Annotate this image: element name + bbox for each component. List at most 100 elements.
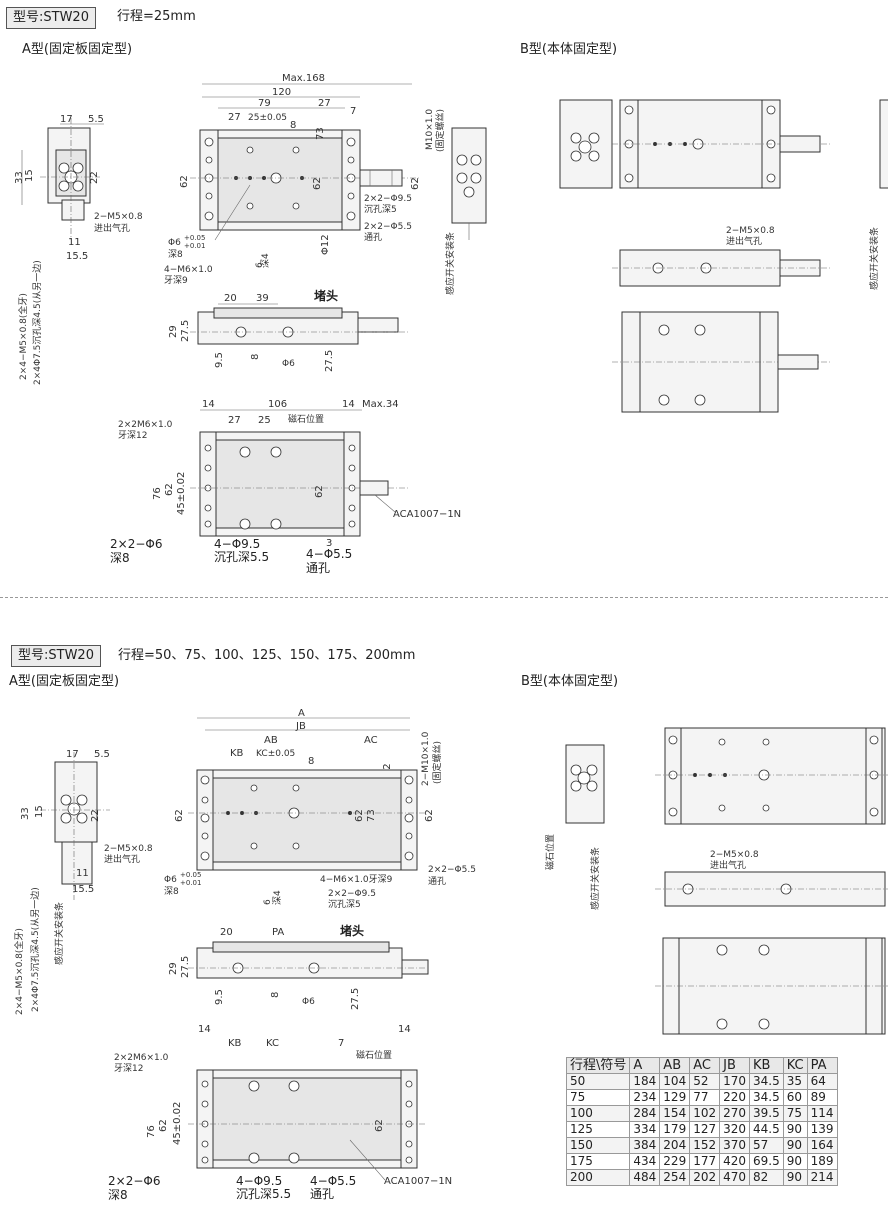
s2-bt-m5: 2−M5×0.8 (710, 850, 759, 860)
s2-sensor: 感应开关安装条 (53, 902, 65, 965)
header-cell: AB (659, 1057, 691, 1074)
table-cell: 189 (806, 1153, 838, 1170)
stopper-label: 堵头 (314, 288, 338, 303)
dim-27: 27 (228, 112, 241, 123)
side-view-a1: 17 5.5 33 15 22 2−M5×0.8 进出气孔 11 15.5 2×… (14, 114, 143, 385)
s2-b-depth12: 牙深12 (114, 1063, 143, 1074)
s2-b-m6: 2×2M6×1.0 (114, 1053, 169, 1063)
s2-b-7: 7 (338, 1038, 344, 1049)
table-cell: 270 (719, 1105, 751, 1122)
table-cell: 44.5 (749, 1121, 784, 1138)
dim-6: 6 (255, 262, 265, 268)
bt-air: 进出气孔 (726, 235, 762, 247)
dim-5.5: 5.5 (88, 114, 104, 125)
table-cell: 214 (806, 1169, 838, 1186)
table-cell: 90 (782, 1153, 808, 1170)
dim-79: 79 (258, 98, 271, 109)
dim-62b: 62 (312, 177, 323, 190)
s2-b-KB: KB (228, 1038, 242, 1049)
sink55-label: 沉孔深5.5 (214, 550, 269, 564)
dim-3: 3 (326, 538, 332, 549)
s2-b-76: 76 (146, 1125, 157, 1138)
s2-aca: ACA1007−1N (384, 1176, 452, 1187)
s2-dim-33: 33 (20, 807, 31, 820)
iso-view-a1: 感应开关安装条 (444, 127, 487, 295)
table-cell: 370 (719, 1137, 751, 1154)
dim-8: 8 (290, 120, 296, 131)
s2-dim-15: 15 (34, 805, 45, 818)
s2-phi95: 2×2−Φ9.5 (328, 889, 376, 899)
b-type-title: B型(本体固定型) (520, 42, 618, 57)
s2-b-45tol: 45±0.02 (172, 1102, 183, 1145)
s2-b-phi6: 2×2−Φ6 (108, 1174, 160, 1188)
s2-dim-62c: 62 (424, 809, 435, 822)
s2-dim-62b: 62 (354, 809, 365, 822)
table-cell: 320 (719, 1121, 751, 1138)
table-cell: 179 (659, 1121, 691, 1138)
table-cell: 200 (565, 1169, 631, 1186)
table-cell: 90 (782, 1121, 808, 1138)
s2-m6: 4−M6×1.0牙深9 (320, 874, 393, 885)
header-cell: KB (749, 1057, 784, 1074)
dim-45tol: 45±0.02 (176, 472, 187, 515)
dim-120: 120 (272, 87, 291, 98)
table-cell: 50 (565, 1073, 631, 1090)
dim-max34: Max.34 (362, 399, 399, 410)
dim-27-bottom: 27 (228, 415, 241, 426)
top-view-a2: A JB AB AC KB KC±0.05 8 2−M10×1.0 (固定螺丝)… (164, 708, 476, 910)
table-cell: 82 (749, 1169, 784, 1186)
b-type-title-2: B型(本体固定型) (521, 674, 619, 689)
s2-dim-8: 8 (308, 756, 314, 767)
dim-15.5: 15.5 (66, 251, 88, 262)
depth12-label: 牙深12 (118, 430, 147, 441)
dim-39: 39 (256, 293, 269, 304)
table-cell: 34.5 (749, 1073, 784, 1090)
table-cell: 100 (565, 1105, 631, 1122)
dim-27b: 27 (318, 98, 331, 109)
dim-11: 11 (68, 237, 81, 248)
table-cell: 89 (806, 1089, 838, 1106)
s2-phi6-tol-u: +0.05 (180, 871, 201, 879)
s2-dim-8f: 8 (270, 992, 281, 998)
s2-m5-full: 2×4−M5×0.8(全牙) (13, 928, 25, 1015)
dim-29: 29 (168, 325, 179, 338)
s2-dim-73: 73 (366, 809, 377, 822)
dim-7: 7 (350, 106, 356, 117)
m5-label: 2−M5×0.8 (94, 212, 143, 222)
section-divider (0, 597, 888, 598)
phi55-bottom: 4−Φ5.5 (306, 547, 352, 561)
bt-m5: 2−M5×0.8 (726, 226, 775, 236)
phi6-tol-lower: +0.01 (184, 242, 205, 250)
through-bottom: 通孔 (306, 561, 330, 575)
table-cell: 170 (719, 1073, 751, 1090)
table-cell: 102 (689, 1105, 721, 1122)
bt-sensor: 感应开关安装条 (868, 227, 880, 290)
s2-b-62: 62 (158, 1119, 169, 1132)
s2-b-KC: KC (266, 1038, 279, 1049)
s2-dim-AC: AC (364, 735, 378, 746)
s2-air-in: 进出气孔 (104, 853, 140, 865)
s2-deep4: 深4 (272, 890, 283, 905)
header-cell: JB (719, 1057, 751, 1074)
s2-sink5: 沉孔深5 (328, 899, 361, 910)
table-cell: 127 (689, 1121, 721, 1138)
s2-phi6: Φ6 (164, 875, 177, 885)
table-cell: 229 (659, 1153, 691, 1170)
s2-dim-PA: PA (272, 927, 284, 938)
header-cell: PA (806, 1057, 838, 1074)
dim-62c: 62 (410, 177, 421, 190)
phi95-bottom: 4−Φ9.5 (214, 537, 260, 551)
magnet-label: 磁石位置 (288, 413, 324, 425)
dim-9.5: 9.5 (214, 352, 225, 368)
s2-bt-air: 进出气孔 (710, 859, 746, 871)
dim-27.5b: 27.5 (324, 350, 335, 372)
dim-33: 33 (14, 171, 25, 184)
s2-b-62b: 62 (374, 1119, 385, 1132)
deep4-label: 深4 (260, 253, 271, 268)
a-type-title-2: A型(固定板固定型) (9, 674, 120, 689)
